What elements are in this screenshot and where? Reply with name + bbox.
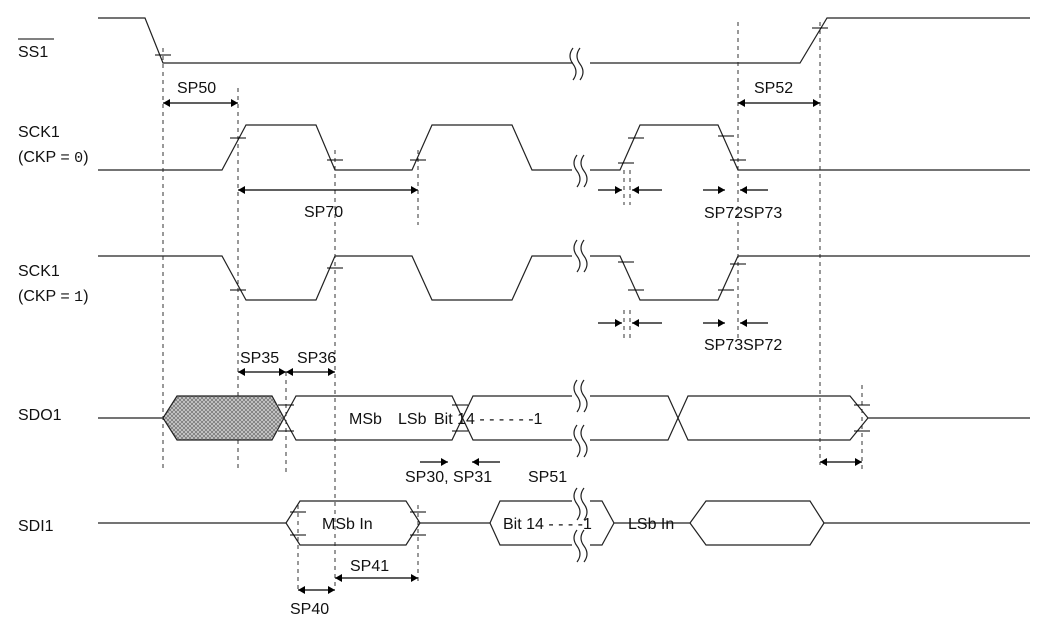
sdo-bus-top-b [590,395,1030,441]
sdi-bits-box-bottom-a [489,522,572,546]
sck-ckp1-trace-left [98,255,572,301]
sdo-bus-top-a [283,395,572,441]
sck-ckp0-trace-left [98,124,572,171]
sck-ckp1-mode: (CKP = 1) [18,288,89,306]
sp30-sp31-label: SP30, SP31 [405,469,492,486]
sck-ckp0-mode-prefix: (CKP = [18,149,74,166]
sdo-bus-bottom-a [283,395,572,441]
sp73-arrow-right [740,186,768,194]
sp50-arrow [163,99,238,107]
break-sdi-top [573,487,588,521]
sck-ckp1-mode-value: 1 [74,289,83,306]
sdi-bits-label: Bit 14 - - - -1 [503,516,592,533]
ss-waveform [98,17,1030,64]
sck-ckp0-trace-right [590,124,1030,171]
sdi-lsb-in-label: LSb In [628,516,674,533]
sp30-arrow-left [420,458,448,466]
sdo-label: SDO1 [18,407,62,424]
sp73-sp72-label: SP73SP72 [704,337,782,354]
sp41-arrow [335,574,418,582]
sp35-arrow [238,368,286,376]
sdo-undefined-hatch [162,395,285,441]
sp72-arrow-right [632,186,662,194]
sp72-arrow-left [598,186,622,194]
sdi-msb-in-label: MSb In [322,516,373,533]
ss-label: SS1 [18,44,48,61]
sdi-last-box-bottom [689,522,825,546]
sdi-label: SDI1 [18,518,54,535]
sp72b-arrow-right [740,319,768,327]
sp36-label: SP36 [297,350,336,367]
sp72b-arrow-left [703,319,725,327]
sck-ckp0-waveform [98,124,1030,171]
sdi-bits-box-top-b [590,500,1030,524]
sp50-label: SP50 [177,80,216,97]
sp73b-arrow-right [632,319,662,327]
break-sdo-top [573,379,588,413]
sdi-bits-box-top-a [489,500,572,524]
sp52-arrow [738,99,820,107]
sdi-waveform: MSb In Bit 14 - - - -1 LSb In [98,500,1030,546]
break-sdo-bottom [573,424,588,458]
timing-param-labels: SP50 SP52 SP70 SP72SP73 SP73SP72 SP35 SP… [177,80,793,618]
time-break-marks [569,47,588,563]
signal-labels: SS1 SCK1 (CKP = 0) SCK1 (CKP = 1) SDO1 S… [18,38,89,535]
sck-ckp0-label: SCK1 [18,124,60,141]
sck-ckp1-label: SCK1 [18,263,60,280]
sp35-label: SP35 [240,350,279,367]
break-ss [569,47,584,81]
sdo-lsb-label: LSb [398,411,427,428]
sck-ckp1-trace-right [590,255,1030,301]
sp70-arrow [238,186,418,194]
sdo-msb-label: MSb [349,411,382,428]
sp40-arrow [298,586,335,594]
sp36-arrow [286,368,335,376]
sp41-label: SP41 [350,558,389,575]
reference-lines [162,22,863,590]
sck-ckp1-mode-suffix: ) [83,288,88,305]
sck-ckp1-waveform [98,255,1030,301]
sp51-label: SP51 [528,469,567,486]
sck-ckp0-mode-value: 0 [74,150,83,167]
sdi-bits-box-bottom-b [590,522,615,546]
sdo-bits-label: Bit 14 - - - - - -1 [434,411,543,428]
break-sck1 [573,239,588,273]
sp73-arrow-left [703,186,725,194]
sck-ckp1-mode-prefix: (CKP = [18,288,74,305]
sp52-label: SP52 [754,80,793,97]
sp51-arrow [820,458,862,466]
sp73b-arrow-left [598,319,622,327]
break-sdi-bottom [573,529,588,563]
sck-ckp0-mode: (CKP = 0) [18,149,89,167]
ss-trace-left [98,17,573,64]
sdo-waveform: MSb LSb Bit 14 - - - - - -1 [98,395,1030,441]
sck-ckp0-mode-suffix: ) [83,149,88,166]
sdo-bus-bottom-b [590,395,869,441]
sp31-arrow-right [472,458,500,466]
sp40-label: SP40 [290,601,329,618]
ss-trace-right [590,17,1030,64]
sp70-label: SP70 [304,204,343,221]
break-sck0 [573,154,588,188]
timing-arrows [163,99,862,594]
sp72-sp73-label: SP72SP73 [704,205,782,222]
